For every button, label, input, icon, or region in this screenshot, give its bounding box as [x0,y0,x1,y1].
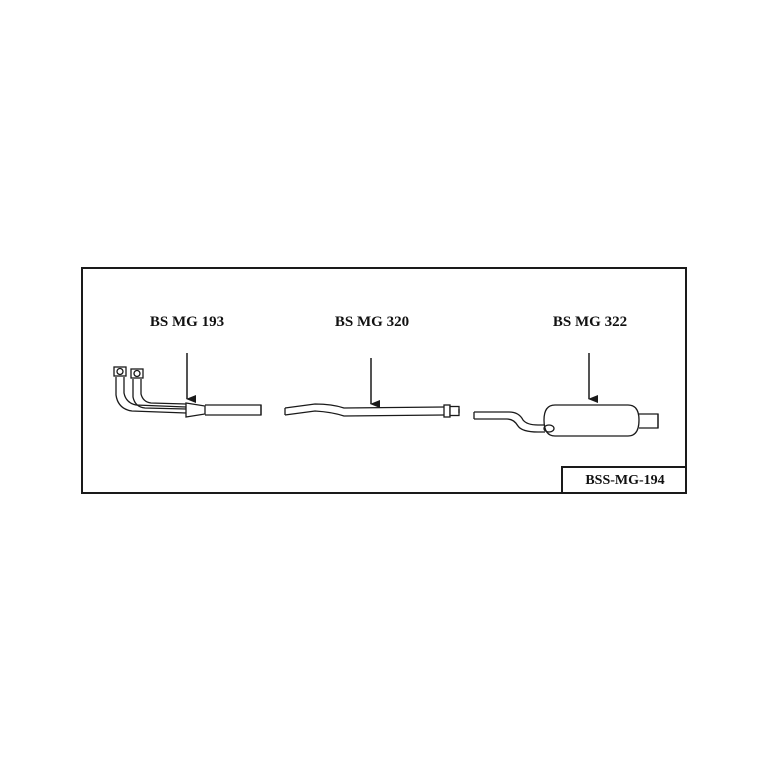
part-label-2: BS MG 320 [334,314,410,330]
rear-silencer-icon [473,404,659,437]
intermediate-pipe-icon [284,403,460,418]
part-label-3: BS MG 322 [552,314,628,330]
exhaust-manifold-downpipe-icon [113,366,262,418]
part-label-1: BS MG 193 [149,314,225,330]
diagram-frame [81,267,687,494]
kit-code-box: BSS-MG-194 [561,466,687,494]
kit-code: BSS-MG-194 [585,473,665,488]
